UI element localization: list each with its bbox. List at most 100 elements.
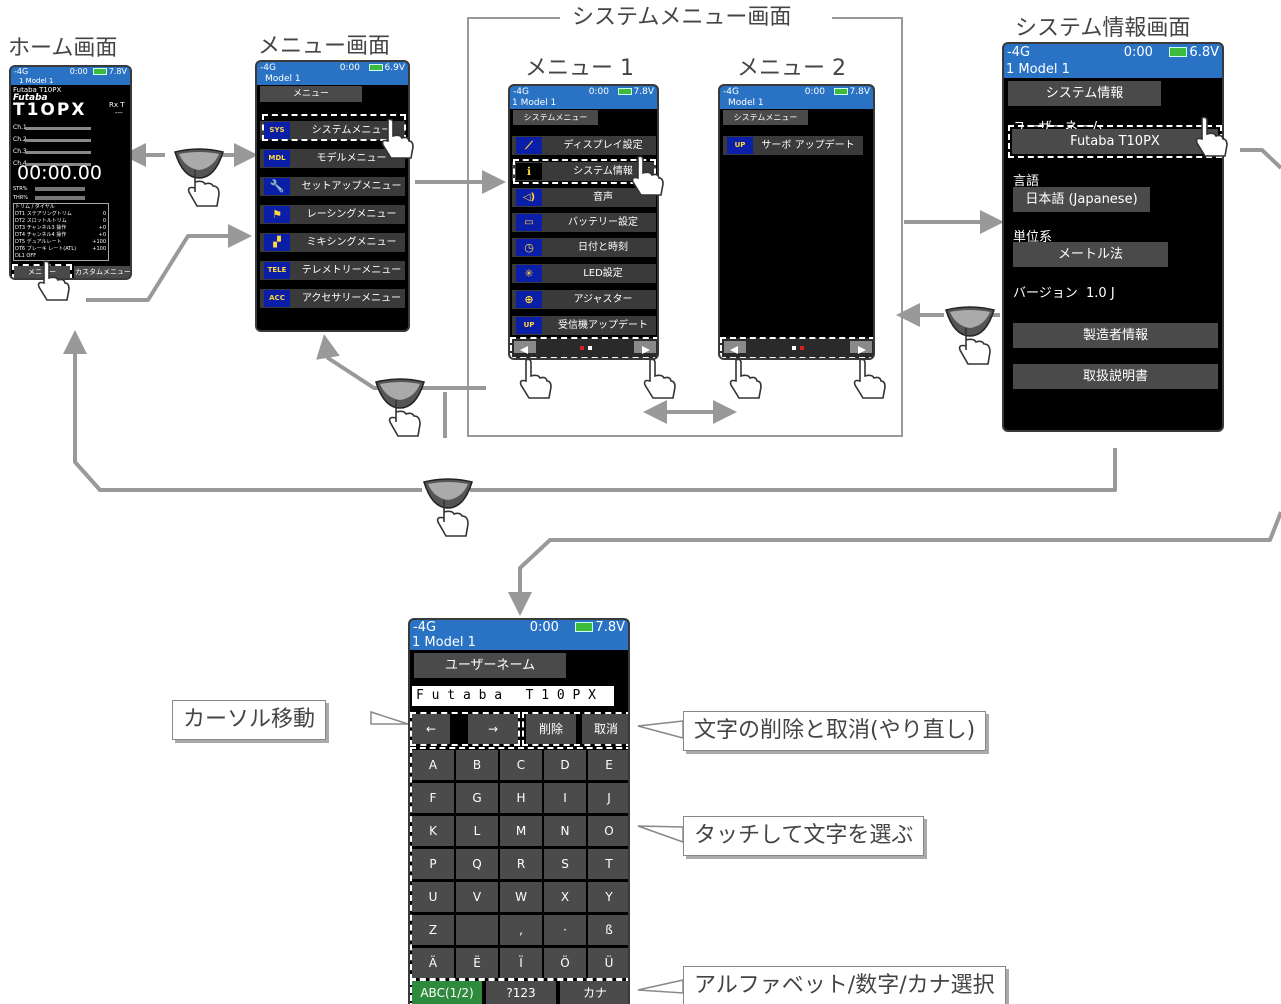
- key-button[interactable]: D: [544, 750, 586, 780]
- model-row: 1 Model 1: [510, 98, 657, 109]
- cancel-button[interactable]: 取消: [582, 714, 628, 744]
- key-button[interactable]: Ë: [456, 948, 498, 978]
- key-button[interactable]: C: [500, 750, 542, 780]
- key-button[interactable]: X: [544, 882, 586, 912]
- key-button[interactable]: A: [412, 750, 454, 780]
- prev-page-button[interactable]: [724, 341, 746, 354]
- language-field[interactable]: 日本語 (Japanese): [1013, 187, 1150, 212]
- key-button[interactable]: O: [588, 816, 628, 846]
- username-field[interactable]: Futaba T10PX: [1012, 129, 1218, 154]
- mdl-icon: MDL: [264, 150, 290, 167]
- custom-menu-button[interactable]: カスタムメニュー: [74, 266, 131, 278]
- key-button[interactable]: Ä: [412, 948, 454, 978]
- mode-abc-button[interactable]: ABC(1/2): [412, 981, 482, 1004]
- home-menu-button[interactable]: メニュー: [14, 266, 70, 278]
- menu-item-adjuster[interactable]: ⊕アジャスター: [512, 290, 656, 309]
- key-button[interactable]: ß: [588, 915, 628, 945]
- time-label: 0:00: [339, 63, 360, 73]
- remote-button-icon: [945, 306, 995, 365]
- signal-label: -4G: [413, 620, 437, 635]
- key-button[interactable]: H: [500, 783, 542, 813]
- menu-item-mixing[interactable]: ▞ミキシングメニュー: [260, 233, 405, 252]
- key-button[interactable]: J: [588, 783, 628, 813]
- manual-button[interactable]: 取扱説明書: [1013, 364, 1218, 389]
- key-button[interactable]: Ü: [588, 948, 628, 978]
- key-button[interactable]: L: [456, 816, 498, 846]
- status-bar: -4G 0:00 7.8V: [510, 86, 657, 98]
- unit-field[interactable]: メートル法: [1013, 242, 1168, 267]
- key-button[interactable]: P: [412, 849, 454, 879]
- next-page-button[interactable]: [634, 341, 656, 354]
- time-label: 0:00: [588, 87, 609, 97]
- page-dot-active: [580, 346, 584, 350]
- key-button[interactable]: Y: [588, 882, 628, 912]
- str-bar: [35, 187, 85, 191]
- username-input[interactable]: F u t a b a T 1 0 P X: [412, 686, 614, 706]
- delete-button[interactable]: 削除: [526, 714, 576, 744]
- cursor-left-button[interactable]: ←: [412, 714, 450, 744]
- status-bar: -4G 0:00 6.8V: [1004, 44, 1222, 61]
- key-button[interactable]: ,: [500, 915, 542, 945]
- key-button[interactable]: E: [588, 750, 628, 780]
- key-button[interactable]: U: [412, 882, 454, 912]
- menu-item-racing[interactable]: ⚑レーシングメニュー: [260, 205, 405, 224]
- key-button[interactable]: M: [500, 816, 542, 846]
- key-button[interactable]: N: [544, 816, 586, 846]
- system-menu-group-title: システムメニュー画面: [568, 7, 796, 29]
- model-row: 1 Model 1: [11, 77, 130, 85]
- prev-page-button[interactable]: [514, 341, 536, 354]
- mode-symbols-button[interactable]: ?123: [486, 981, 556, 1004]
- key-button[interactable]: I: [544, 783, 586, 813]
- cursor-right-button[interactable]: →: [468, 714, 518, 744]
- mode-kana-button[interactable]: カナ: [560, 981, 628, 1004]
- trim-row: DL1 OFF: [15, 253, 37, 259]
- status-bar: -4G 0:00 6.9V: [257, 62, 408, 74]
- key-button[interactable]: [456, 915, 498, 945]
- page-dot: [792, 346, 796, 350]
- key-button[interactable]: K: [412, 816, 454, 846]
- menu1-header-tab: システムメニュー: [513, 110, 598, 125]
- menu-item-sound[interactable]: ◁)音声: [512, 188, 656, 207]
- key-button[interactable]: F: [412, 783, 454, 813]
- key-button[interactable]: T: [588, 849, 628, 879]
- up-icon: UP: [727, 137, 753, 154]
- system-info-screen: -4G 0:00 6.8V 1 Model 1 システム情報 ユーザーネーム F…: [1002, 42, 1224, 432]
- menu-item-battery[interactable]: ▭バッテリー設定: [512, 213, 656, 232]
- racing-icon: ⚑: [264, 206, 290, 223]
- key-button[interactable]: R: [500, 849, 542, 879]
- key-button[interactable]: ·: [544, 915, 586, 945]
- model-name: Futaba T10PX: [13, 86, 62, 94]
- model-row: Model 1: [257, 74, 408, 85]
- key-button[interactable]: Ï: [500, 948, 542, 978]
- menu-item-led[interactable]: ✳LED設定: [512, 264, 656, 283]
- status-bar: -4G 0:00 7.8V: [410, 620, 628, 635]
- time-label: 0:00: [529, 620, 559, 635]
- key-button[interactable]: V: [456, 882, 498, 912]
- next-page-button[interactable]: [850, 341, 872, 354]
- key-button[interactable]: W: [500, 882, 542, 912]
- wrench-icon: 🔧: [264, 178, 290, 195]
- menu-item-display[interactable]: ⟋ディスプレイ設定: [512, 136, 656, 155]
- key-button[interactable]: B: [456, 750, 498, 780]
- battery-setting-icon: ▭: [516, 214, 542, 231]
- manufacturer-info-button[interactable]: 製造者情報: [1013, 323, 1218, 348]
- key-button[interactable]: G: [456, 783, 498, 813]
- key-button[interactable]: Q: [456, 849, 498, 879]
- menu-item-setup[interactable]: 🔧セットアップメニュー: [260, 177, 405, 196]
- menu-item-datetime[interactable]: ◷日付と時刻: [512, 238, 656, 257]
- key-button[interactable]: Z: [412, 915, 454, 945]
- key-button[interactable]: S: [544, 849, 586, 879]
- remote-button-icon: [375, 378, 425, 437]
- key-button[interactable]: Ö: [544, 948, 586, 978]
- product-logo: T1OPX: [13, 100, 87, 120]
